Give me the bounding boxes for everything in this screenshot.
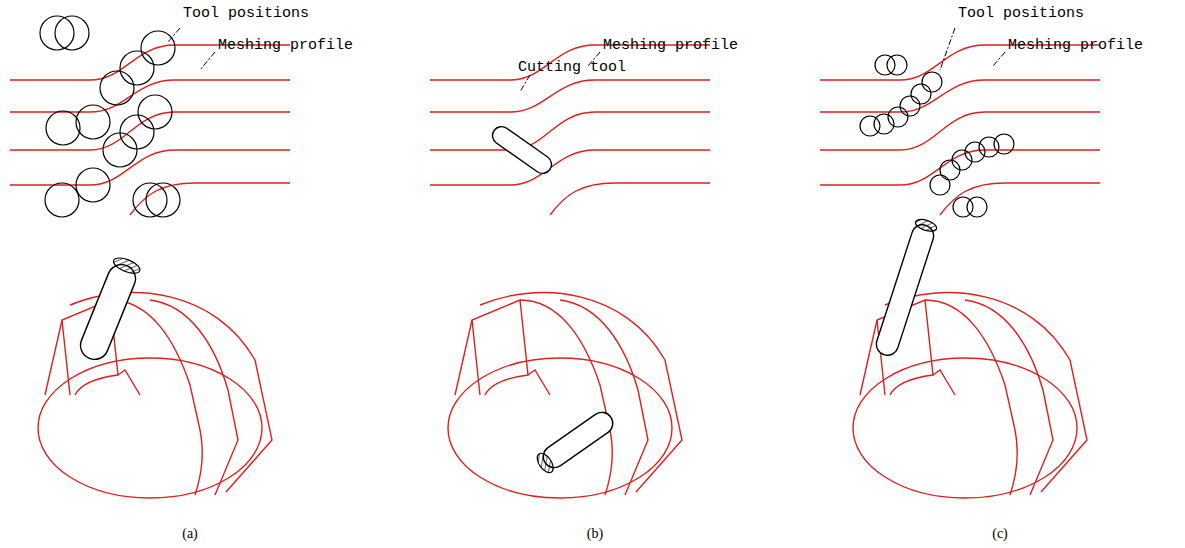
- cutting-tool: [874, 217, 938, 358]
- cutting-tool: [489, 123, 555, 177]
- panel-caption: (b): [587, 527, 603, 541]
- annotation-label: Meshing profile: [218, 38, 353, 53]
- meshing-profile: [820, 45, 1100, 215]
- gear-body: [448, 293, 682, 498]
- annotation-label: Tool positions: [958, 6, 1084, 21]
- cutting-tool: [534, 408, 617, 475]
- annotation-label: Cutting tool: [518, 60, 626, 75]
- leader-line: [940, 28, 955, 70]
- meshing-profile: [430, 45, 710, 215]
- leader-line: [993, 52, 1005, 66]
- annotation-label: Meshing profile: [603, 38, 738, 53]
- cutting-tool: [76, 255, 142, 364]
- gear-body: [38, 293, 272, 498]
- leader-line: [520, 75, 530, 92]
- panel-caption: (c): [992, 527, 1008, 541]
- leader-line: [200, 52, 215, 70]
- leader-line: [168, 28, 180, 42]
- tool-positions: [40, 16, 180, 217]
- tool-positions: [860, 55, 1014, 217]
- annotation-label: Meshing profile: [1008, 38, 1143, 53]
- annotation-label: Tool positions: [183, 6, 309, 21]
- panel-caption: (a): [182, 527, 198, 541]
